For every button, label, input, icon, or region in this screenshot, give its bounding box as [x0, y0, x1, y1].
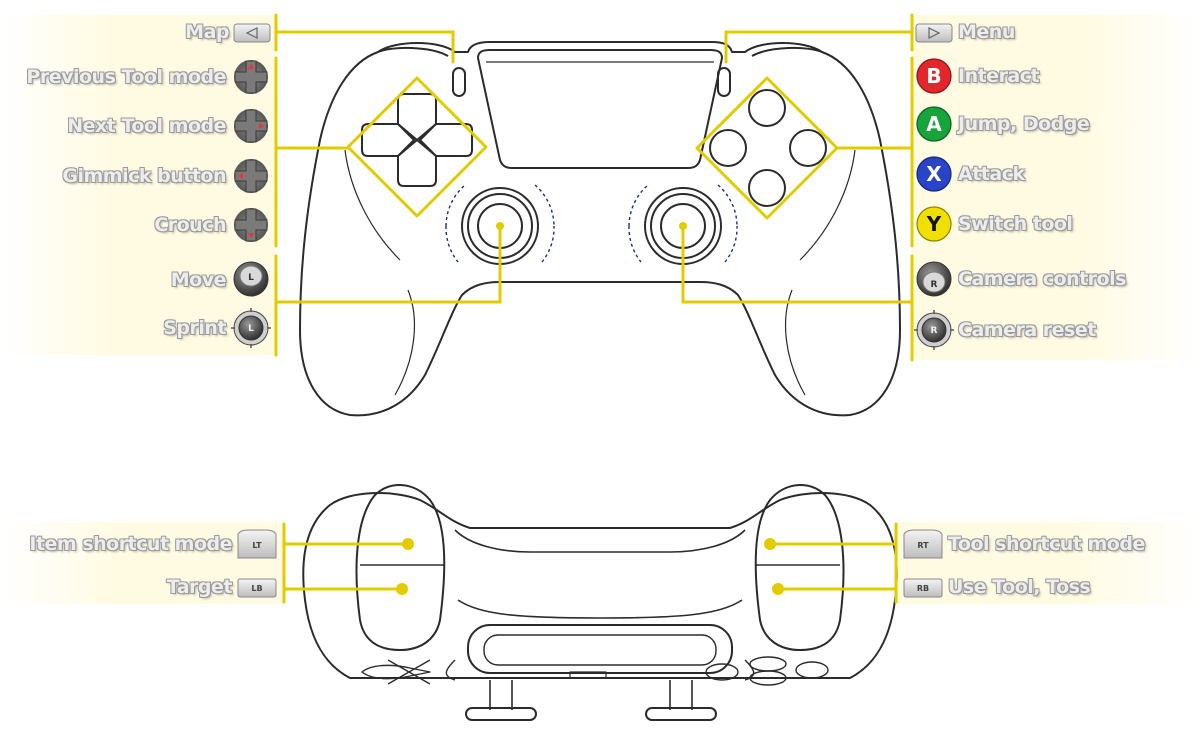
svg-text:L: L: [248, 324, 254, 334]
dpad-right-icon: [234, 109, 268, 143]
svg-text:L: L: [248, 273, 254, 283]
face-buttons-highlight: [695, 76, 839, 220]
callout-band-top-left: [0, 15, 276, 355]
face-buttons: [709, 89, 827, 207]
face-button-left: [709, 129, 747, 167]
dpad: [361, 93, 473, 187]
label-tool-shortcut-mode: Tool shortcut mode: [948, 533, 1145, 555]
label-sprint: Sprint: [163, 317, 226, 339]
svg-text:LT: LT: [252, 541, 262, 550]
label-map: Map: [185, 21, 229, 43]
dpad-highlight: [346, 76, 488, 218]
svg-text:LB: LB: [251, 584, 262, 593]
label-attack: Attack: [958, 163, 1025, 185]
svg-text:R: R: [931, 280, 938, 290]
left-stick-icon: L: [233, 261, 269, 297]
label-camera-controls: Camera controls: [958, 268, 1126, 290]
x-button-icon: X: [916, 156, 952, 192]
label-target: Target: [166, 576, 233, 598]
callout-band-bottom-left: [0, 522, 284, 604]
rb-bumper-icon: RB: [903, 578, 943, 598]
callout-dots: [396, 222, 784, 595]
svg-text:R: R: [931, 326, 938, 336]
label-move: Move: [170, 269, 227, 291]
menu-button: [717, 67, 731, 97]
label-interact: Interact: [958, 65, 1040, 87]
a-button-icon: A: [916, 106, 952, 142]
view-button-icon: [233, 23, 271, 43]
label-use-tool-toss: Use Tool, Toss: [948, 576, 1091, 598]
right-stick-click-icon: R: [914, 310, 954, 350]
lt-trigger: [355, 483, 446, 651]
svg-text:RT: RT: [917, 541, 929, 550]
label-menu: Menu: [958, 21, 1015, 43]
rt-trigger-icon: RT: [903, 529, 943, 559]
lt-trigger-icon: LT: [237, 529, 277, 559]
label-crouch: Crouch: [154, 214, 226, 236]
callout-band-bottom-right: [896, 522, 1200, 604]
label-gimmick-button: Gimmick button: [62, 165, 226, 187]
label-next-tool-mode: Next Tool mode: [67, 115, 226, 137]
svg-text:B: B: [926, 64, 941, 88]
label-previous-tool-mode: Previous Tool mode: [26, 66, 226, 88]
controller-front-body: [299, 41, 901, 417]
left-stick-click-icon: L: [231, 308, 271, 348]
back-port: [467, 624, 733, 674]
y-button-icon: Y: [916, 206, 952, 242]
face-button-top: [748, 89, 786, 127]
label-jump-dodge: Jump, Dodge: [958, 113, 1090, 135]
face-button-right: [789, 129, 827, 167]
lb-bumper-icon: LB: [237, 578, 277, 598]
svg-text:X: X: [926, 162, 942, 186]
callout-lines: [274, 13, 914, 604]
label-camera-reset: Camera reset: [958, 319, 1096, 341]
view-button: [452, 67, 466, 97]
touchpad: [477, 49, 723, 169]
dpad-down-icon: [234, 208, 268, 242]
right-stick-icon: R: [916, 261, 952, 297]
menu-button-icon: [915, 23, 953, 43]
svg-text:Y: Y: [926, 212, 942, 236]
controller-back-view: [302, 483, 898, 721]
b-button-icon: B: [916, 58, 952, 94]
svg-text:RB: RB: [917, 584, 929, 593]
dpad-up-icon: [234, 60, 268, 94]
face-button-bottom: [748, 169, 786, 207]
controller-front-view: [299, 41, 901, 417]
dpad-left-icon: [234, 159, 268, 193]
rt-trigger: [754, 483, 845, 651]
label-switch-tool: Switch tool: [958, 213, 1073, 235]
callout-band-top-right: [912, 15, 1200, 360]
svg-text:A: A: [926, 112, 942, 136]
label-item-shortcut-mode: Item shortcut mode: [29, 533, 232, 555]
